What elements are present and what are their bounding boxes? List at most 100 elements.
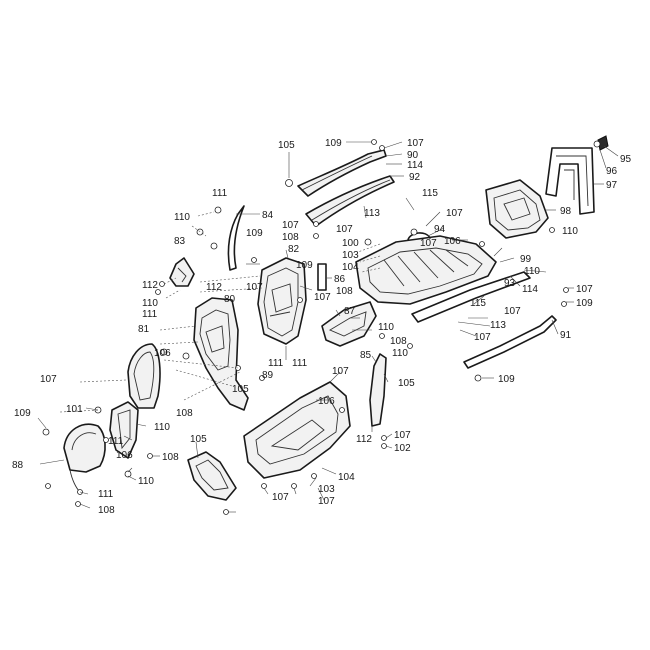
screw-icon (339, 407, 345, 413)
screw-icon (75, 501, 81, 507)
screw-icon (42, 428, 50, 436)
screw-icon (45, 483, 51, 489)
callout-label: 92 (409, 172, 421, 183)
callout-label: 108 (390, 336, 407, 347)
callout-label: 105 (232, 384, 249, 395)
callout-label: 107 (420, 238, 437, 249)
screw-icon (159, 281, 165, 287)
callout-label: 109 (576, 298, 593, 309)
callout-label: 103 (318, 484, 335, 495)
callout-label: 97 (606, 180, 618, 191)
callout-label: 114 (522, 284, 538, 295)
part-82-inner-shield (257, 257, 307, 345)
screw-icon (251, 257, 257, 263)
callout-label: 110 (524, 266, 540, 277)
part-97-rear-rack (545, 135, 609, 215)
part-88-lower-cover (187, 451, 237, 501)
callout-label: 115 (422, 188, 438, 199)
callout-label: 87 (344, 306, 356, 317)
screw-icon (549, 227, 555, 233)
screw-icon (381, 435, 387, 441)
screw-icon (371, 139, 377, 145)
callout-label: 106 (318, 396, 335, 407)
callout-label: 111 (268, 358, 284, 369)
callout-label: 107 (282, 220, 299, 231)
callout-label: 104 (342, 262, 359, 273)
callout-label: 107 (272, 492, 289, 503)
part-87-side-lower (321, 301, 377, 347)
callout-label: 107 (446, 208, 463, 219)
callout-label: 111 (292, 358, 308, 369)
callout-label: 94 (434, 224, 446, 235)
screw-icon (313, 221, 319, 227)
callout-label: 112 (356, 434, 372, 445)
callout-label: 109 (325, 138, 342, 149)
callout-label: 110 (562, 226, 578, 237)
screw-icon (313, 233, 319, 239)
screw-icon (407, 343, 413, 349)
screw-icon (563, 287, 569, 293)
callout-label: 89 (262, 370, 274, 381)
callout-label: 88 (12, 460, 24, 471)
screw-icon (474, 374, 482, 382)
screw-icon (291, 483, 297, 489)
callout-label: 101 (66, 404, 83, 415)
callout-label: 106 (154, 348, 171, 359)
callout-label: 106 (444, 236, 461, 247)
leader-lines (37, 141, 619, 513)
callout-label: 113 (364, 208, 380, 219)
callout-label: 102 (394, 443, 411, 454)
callout-label: 82 (288, 244, 300, 255)
callout-label: 108 (162, 452, 179, 463)
callout-label: 108 (176, 408, 193, 419)
screw-icon (124, 470, 132, 478)
callout-label: 84 (262, 210, 274, 221)
screw-icon (479, 241, 485, 247)
callout-label: 108 (98, 505, 115, 516)
screw-icon (182, 352, 190, 360)
screw-icon (379, 145, 385, 151)
callout-label: 104 (338, 472, 355, 483)
callout-label: 110 (174, 212, 190, 223)
callout-label: 110 (154, 422, 170, 433)
screw-icon (311, 473, 317, 479)
callout-label: 85 (360, 350, 372, 361)
part-102-front-fender (63, 423, 106, 493)
callout-label: 115 (470, 298, 486, 309)
callout-label: 107 (318, 496, 335, 507)
callout-label: 110 (378, 322, 394, 333)
screw-icon (285, 179, 293, 187)
screw-icon (214, 206, 222, 214)
callout-label: 107 (394, 430, 411, 441)
callout-label: 96 (606, 166, 618, 177)
callout-label: 107 (246, 282, 263, 293)
callout-label: 109 (296, 260, 313, 271)
callout-label: 105 (278, 140, 295, 151)
part-91-long-strip (463, 315, 557, 369)
callout-label: 107 (314, 292, 331, 303)
callout-label: 107 (576, 284, 593, 295)
screw-icon (364, 238, 372, 246)
callout-label: 108 (336, 286, 353, 297)
callout-label: 107 (336, 224, 353, 235)
callout-label: 111 (142, 309, 158, 320)
part-101-inner-cover (109, 401, 139, 459)
screw-icon (160, 348, 168, 356)
part-89-floor-board (243, 381, 351, 479)
callout-label: 86 (334, 274, 346, 285)
part-83-bracket (169, 257, 195, 287)
callout-label: 107 (407, 138, 424, 149)
callout-label: 103 (342, 250, 359, 261)
screw-icon (297, 297, 303, 303)
callout-label: 109 (498, 374, 515, 385)
callout-label: 107 (332, 366, 349, 377)
screw-icon (210, 242, 218, 250)
callout-label: 106 (116, 450, 133, 461)
callout-label: 99 (520, 254, 532, 265)
callout-label: 111 (108, 436, 124, 447)
callout-label: 111 (212, 188, 228, 199)
screw-icon (259, 375, 265, 381)
screw-icon (379, 333, 385, 339)
part-85-upright-strip (369, 353, 387, 427)
screw-icon (593, 140, 601, 148)
